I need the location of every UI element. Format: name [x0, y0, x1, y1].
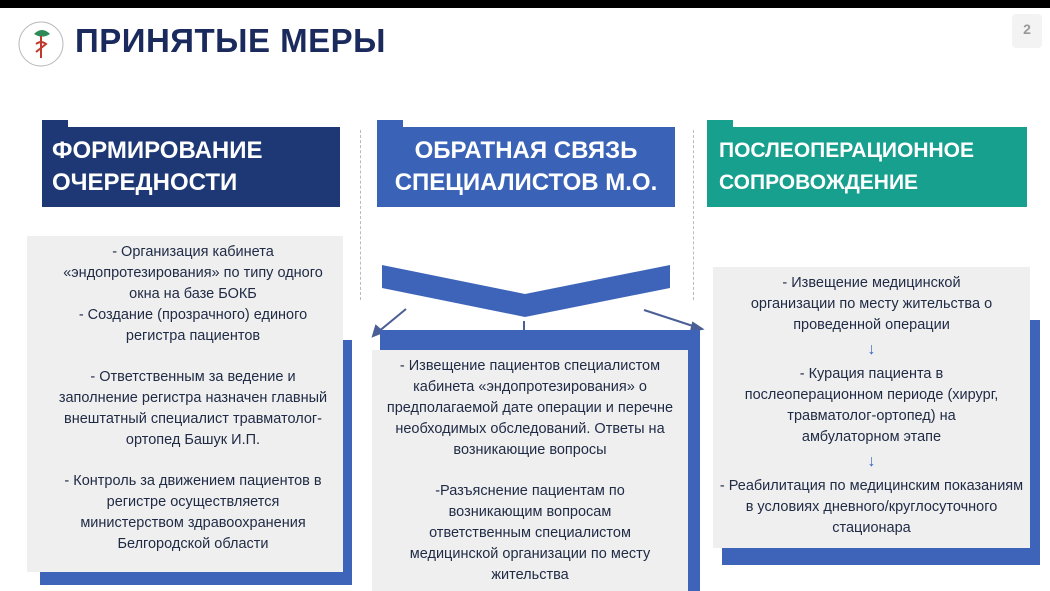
column-3-text: - Извещение медицинской организации по м… [713, 267, 1030, 548]
column-2-text: - Извещение пациентов специалистом кабин… [372, 350, 688, 591]
arrow-down-icon: ↓ [867, 341, 876, 358]
list-item: - Реабилитация по медицинским показаниям… [719, 478, 1024, 536]
column-heading-postop: ПОСЛЕОПЕРАЦИОННОЕ СОПРОВОЖДЕНИЕ [707, 127, 1027, 207]
chevron-shape [382, 265, 670, 317]
list-item: - Организация кабинета «эндопротезирован… [63, 244, 323, 302]
arrow-left-icon [377, 308, 407, 333]
top-bar [0, 0, 1050, 8]
list-item: - Извещение пациентов специалистом кабин… [386, 358, 674, 458]
column-heading-queue: ФОРМИРОВАНИЕ ОЧЕРЕДНОСТИ [42, 127, 340, 207]
divider [360, 130, 361, 300]
divider [693, 130, 694, 300]
ministry-logo-icon [18, 21, 64, 67]
list-item: - Курация пациента в послеоперационном п… [744, 366, 999, 445]
list-item: -Разъяснение пациентам по возникающим во… [409, 483, 651, 583]
header-tab [42, 120, 68, 127]
header-tab [377, 120, 403, 127]
header-tab [707, 120, 733, 127]
column-heading-feedback: ОБРАТНАЯ СВЯЗЬ СПЕЦИАЛИСТОВ М.О. [377, 127, 675, 207]
list-item: - Извещение медицинской организации по м… [750, 275, 993, 333]
arrow-down-icon: ↓ [867, 453, 876, 470]
arrow-right-icon [643, 309, 697, 328]
column-1-text: - Организация кабинета «эндопротезирован… [27, 236, 343, 572]
page-number: 2 [1012, 14, 1042, 48]
page-title: ПРИНЯТЫЕ МЕРЫ [75, 22, 386, 59]
list-item: - Ответственным за ведение и заполнение … [58, 369, 328, 448]
list-item: - Контроль за движением пациентов в реги… [64, 473, 322, 552]
list-item: - Создание (прозрачного) единого регистр… [78, 307, 308, 344]
